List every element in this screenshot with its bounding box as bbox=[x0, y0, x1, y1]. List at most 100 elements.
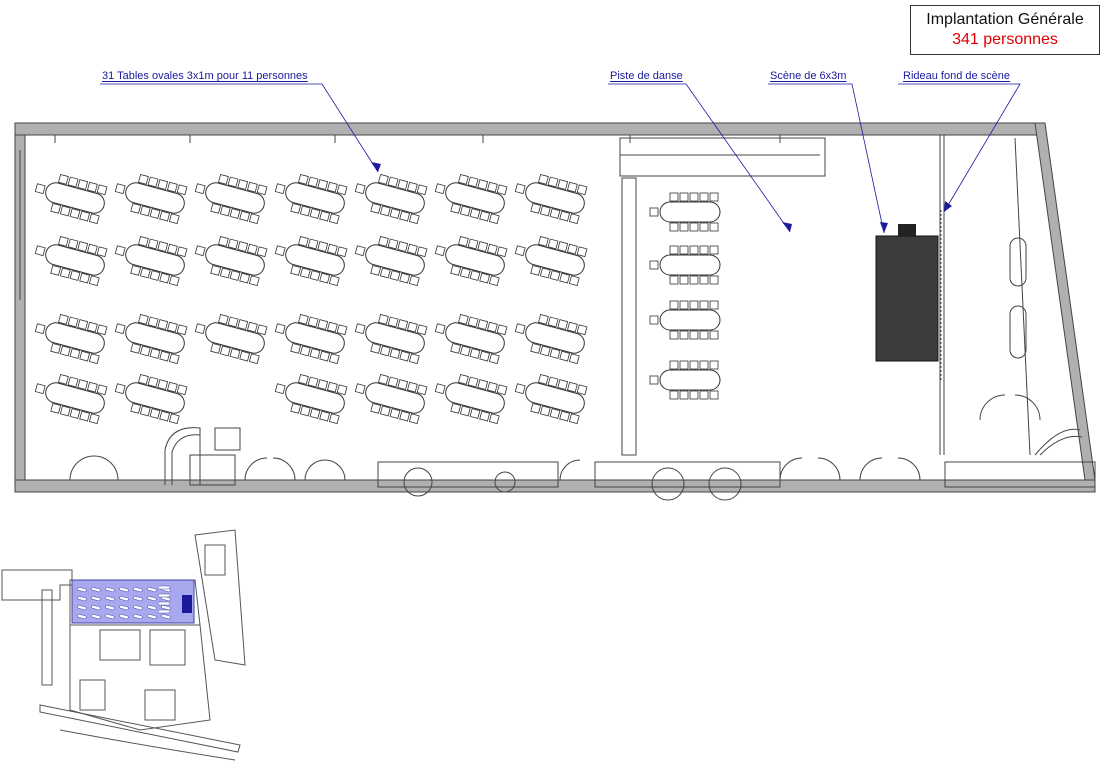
chair bbox=[459, 345, 471, 357]
title-box: Implantation Générale 341 personnes bbox=[910, 5, 1100, 55]
chair bbox=[559, 350, 571, 362]
chair bbox=[319, 410, 331, 422]
chair bbox=[699, 300, 709, 310]
minimap-table bbox=[105, 596, 115, 602]
chair bbox=[59, 205, 71, 217]
chair bbox=[434, 383, 446, 395]
chair bbox=[309, 270, 321, 281]
chair bbox=[467, 176, 479, 188]
chair bbox=[114, 383, 126, 395]
chair bbox=[496, 246, 508, 258]
stage bbox=[875, 210, 942, 380]
minimap-table bbox=[77, 605, 87, 611]
staircase-left bbox=[164, 427, 241, 486]
chair bbox=[689, 330, 699, 340]
chair bbox=[669, 300, 679, 310]
chair bbox=[328, 413, 340, 425]
chair bbox=[568, 413, 580, 425]
chair bbox=[709, 300, 719, 310]
chair bbox=[576, 384, 588, 396]
chair bbox=[130, 402, 142, 414]
chair bbox=[167, 181, 178, 193]
minimap-table bbox=[147, 587, 157, 593]
chair bbox=[290, 264, 302, 276]
chair bbox=[477, 241, 489, 252]
chair bbox=[34, 323, 46, 335]
chair bbox=[219, 345, 231, 357]
chair bbox=[67, 176, 79, 188]
chair bbox=[58, 235, 69, 247]
minimap-table bbox=[157, 585, 171, 590]
chair bbox=[649, 207, 659, 217]
chair bbox=[450, 342, 462, 354]
minimap-table bbox=[147, 605, 157, 611]
minimap-table bbox=[105, 614, 115, 620]
chair bbox=[649, 375, 659, 385]
chair bbox=[229, 270, 241, 281]
chair bbox=[114, 183, 126, 195]
chair bbox=[477, 179, 489, 190]
chair bbox=[539, 267, 551, 279]
chair bbox=[96, 324, 108, 336]
chair bbox=[168, 275, 180, 287]
chair bbox=[87, 181, 98, 193]
chair bbox=[459, 405, 471, 417]
chair bbox=[229, 208, 241, 219]
chair bbox=[88, 213, 100, 225]
chair bbox=[514, 183, 526, 195]
chair bbox=[669, 330, 679, 340]
chair bbox=[219, 267, 231, 279]
chair bbox=[307, 238, 319, 250]
chair bbox=[709, 330, 719, 340]
oval-table bbox=[434, 313, 508, 365]
minimap-table bbox=[105, 605, 115, 611]
chair bbox=[157, 241, 169, 252]
chair bbox=[514, 245, 526, 257]
chair bbox=[274, 245, 286, 257]
chair bbox=[387, 176, 399, 188]
chair bbox=[488, 213, 500, 225]
chair bbox=[210, 202, 222, 214]
oval-table bbox=[649, 245, 721, 285]
chair bbox=[699, 245, 709, 255]
chair bbox=[138, 173, 149, 185]
chair bbox=[379, 267, 391, 279]
chair bbox=[176, 184, 188, 196]
chair bbox=[407, 321, 418, 333]
chair bbox=[547, 176, 559, 188]
chair bbox=[336, 324, 348, 336]
chair bbox=[407, 243, 418, 255]
chair bbox=[194, 323, 206, 335]
chair bbox=[58, 173, 69, 185]
chair bbox=[336, 246, 348, 258]
side-decor bbox=[1009, 237, 1027, 359]
chair bbox=[159, 410, 171, 422]
chair bbox=[496, 184, 508, 196]
chair bbox=[309, 408, 321, 419]
chair bbox=[50, 342, 62, 354]
chair bbox=[487, 381, 498, 393]
chair bbox=[699, 222, 709, 232]
chair bbox=[34, 183, 46, 195]
minimap-table bbox=[91, 605, 101, 611]
chair bbox=[459, 205, 471, 217]
chair bbox=[378, 313, 389, 325]
minimap-table bbox=[157, 601, 171, 606]
chair bbox=[649, 260, 659, 270]
chair bbox=[407, 381, 418, 393]
chair bbox=[370, 264, 382, 276]
chair bbox=[450, 264, 462, 276]
chair bbox=[299, 405, 311, 417]
chair bbox=[557, 241, 569, 252]
chair bbox=[689, 390, 699, 400]
oval-table bbox=[514, 313, 588, 365]
chair bbox=[679, 330, 689, 340]
chair bbox=[487, 181, 498, 193]
oval-table bbox=[434, 373, 508, 425]
chair bbox=[669, 360, 679, 370]
minimap-table bbox=[147, 614, 157, 620]
chair bbox=[416, 324, 428, 336]
chair bbox=[328, 213, 340, 225]
oval-table bbox=[114, 313, 188, 365]
chair bbox=[689, 300, 699, 310]
